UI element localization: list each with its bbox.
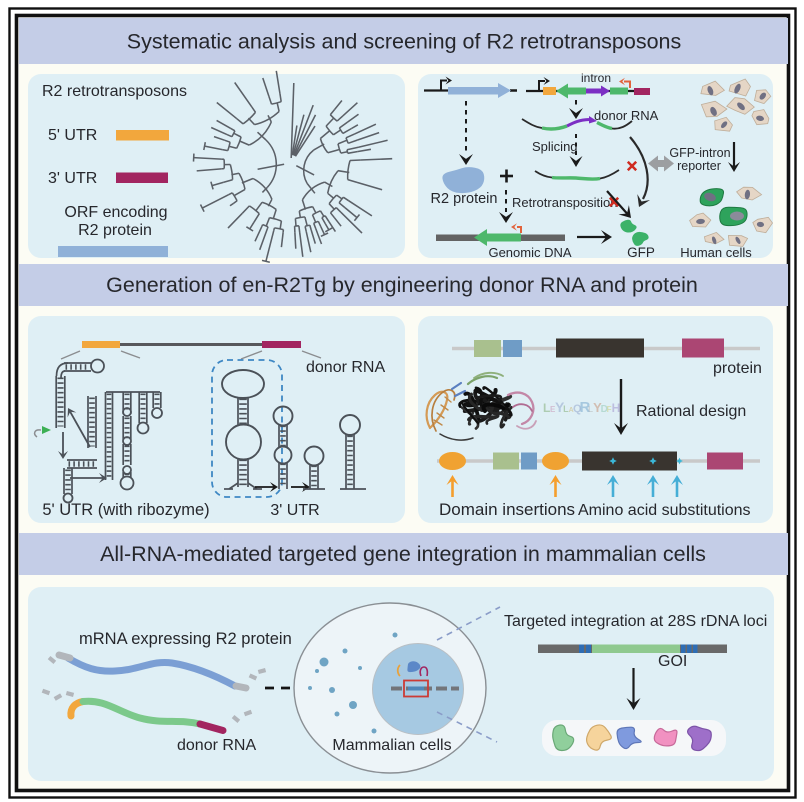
svg-text:R2 protein: R2 protein [78,222,152,239]
svg-text:Rational design: Rational design [636,403,746,420]
svg-text:Retrotransposition: Retrotransposition [512,195,618,210]
svg-text:3' UTR: 3' UTR [270,502,319,519]
svg-text:GFP-intron: GFP-intron [669,146,730,160]
svg-text:L: L [588,405,593,414]
svg-text:GFP: GFP [627,245,655,260]
svg-text:5' UTR (with ribozyme): 5' UTR (with ribozyme) [42,501,209,519]
svg-text:protein: protein [713,360,762,377]
svg-text:All-RNA-mediated targeted gene: All-RNA-mediated targeted gene integrati… [100,542,706,566]
svg-text:Q: Q [573,403,582,415]
svg-text:Domain insertions: Domain insertions [439,500,575,519]
svg-text:donor RNA: donor RNA [177,737,256,754]
svg-text:GOI: GOI [658,653,687,670]
svg-text:E: E [550,405,556,414]
svg-text:Targeted integration at 28S rD: Targeted integration at 28S rDNA loci [504,613,767,630]
svg-text:reporter: reporter [677,159,721,173]
svg-text:5' UTR: 5' UTR [48,127,97,144]
svg-text:intron: intron [581,71,611,85]
svg-text:Amino acid substitutions: Amino acid substitutions [578,502,751,519]
svg-text:L: L [563,404,569,414]
svg-text:F: F [607,405,612,414]
svg-text:R2 protein: R2 protein [431,191,498,207]
svg-text:R: R [580,399,591,416]
svg-text:Genomic DNA: Genomic DNA [488,245,571,260]
svg-text:Mammalian cells: Mammalian cells [332,737,451,754]
svg-text:D: D [601,404,608,415]
svg-text:ORF encoding: ORF encoding [64,204,167,221]
svg-text:Systematic analysis and screen: Systematic analysis and screening of R2 … [127,30,682,54]
svg-text:Splicing: Splicing [532,139,578,154]
svg-text:H: H [612,401,621,415]
svg-text:3' UTR: 3' UTR [48,170,97,187]
svg-text:L: L [543,401,550,415]
svg-text:Y: Y [555,399,565,415]
svg-text:donor RNA: donor RNA [306,359,385,376]
svg-text:donor RNA: donor RNA [594,108,659,123]
svg-text:Generation of en-R2Tg by engin: Generation of en-R2Tg by engineering don… [106,273,698,297]
svg-text:R2 retrotransposons: R2 retrotransposons [42,83,187,100]
svg-text:mRNA expressing R2 protein: mRNA expressing R2 protein [79,630,292,648]
svg-text:Human cells: Human cells [680,245,752,260]
svg-text:Y: Y [593,400,602,415]
svg-text:A: A [569,407,574,414]
